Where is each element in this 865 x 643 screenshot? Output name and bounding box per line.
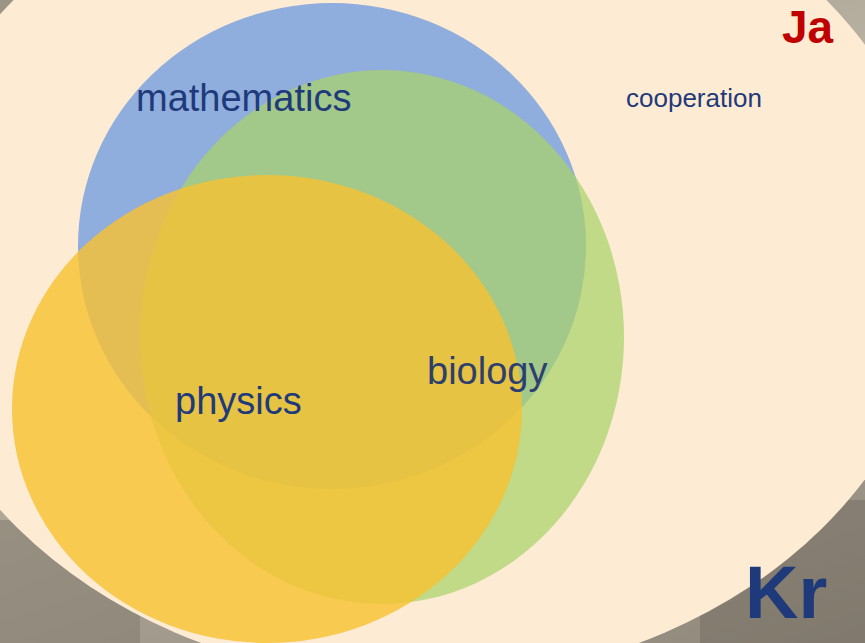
venn-circle: physics (12, 175, 522, 643)
cooperation-label: cooperation (626, 84, 762, 113)
circle-label: biology (427, 350, 547, 394)
circle-label: physics (175, 380, 302, 424)
title-fragment: Ja (782, 2, 833, 53)
circle-label: mathematics (136, 77, 351, 121)
circle-fill (12, 175, 522, 643)
title-fragment: Kr (745, 552, 827, 633)
